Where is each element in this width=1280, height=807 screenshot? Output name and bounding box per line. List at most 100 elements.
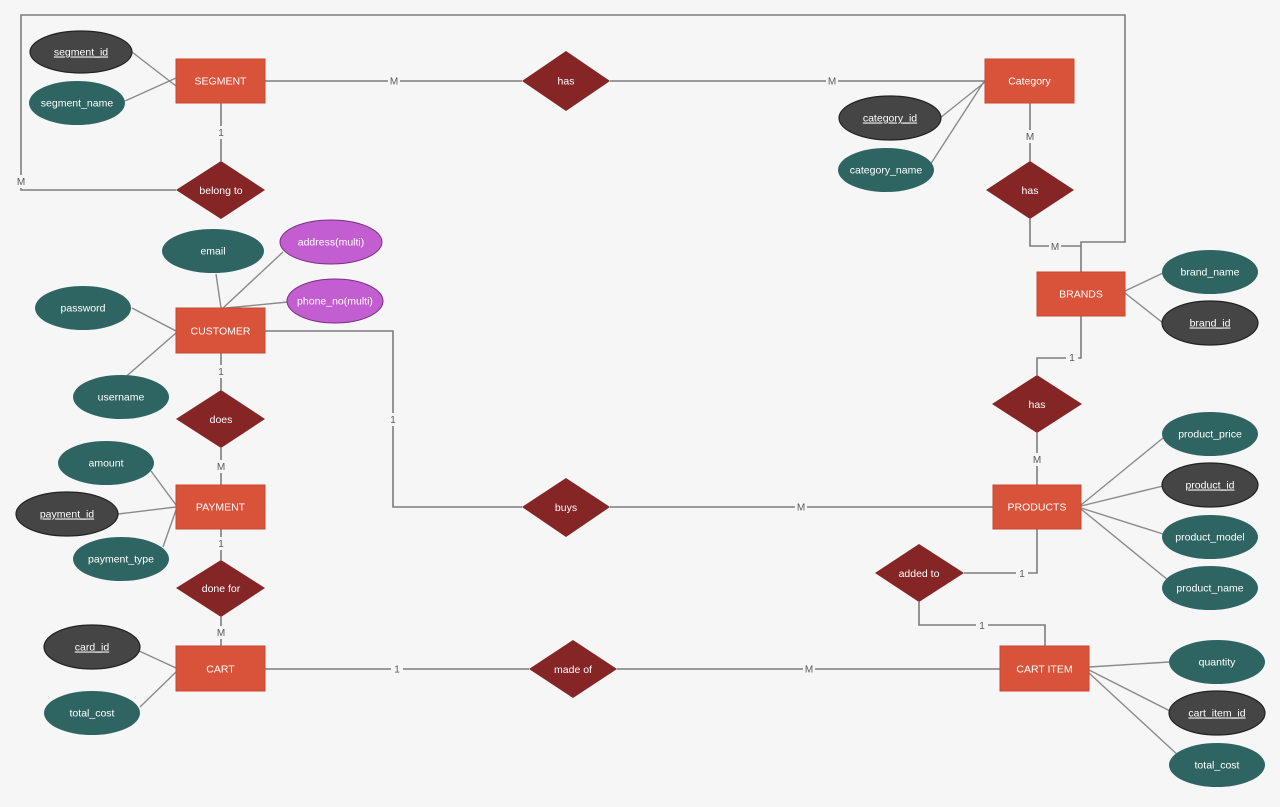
cardinality-label: M <box>828 77 836 88</box>
attribute-label: product_model <box>1175 532 1244 544</box>
cardinality-label: 1 <box>390 415 396 426</box>
attribute-email[interactable]: email <box>162 229 264 273</box>
key-attribute-cart-item-id[interactable]: cart_item_id <box>1168 690 1266 736</box>
cardinality-label: M <box>1026 132 1034 143</box>
cardinality-label: 1 <box>1069 353 1075 364</box>
entity-products[interactable]: PRODUCTS <box>992 484 1082 530</box>
attribute-cart-item-total-cost[interactable]: total_cost <box>1169 743 1265 787</box>
relationship-has-brands-products[interactable]: has <box>992 375 1082 433</box>
relationship-label: buys <box>555 502 577 514</box>
relationship-label: done for <box>202 583 241 595</box>
attribute-cart-total-cost[interactable]: total_cost <box>44 691 140 735</box>
attribute-quantity[interactable]: quantity <box>1169 640 1265 684</box>
relationship-done-for[interactable]: done for <box>176 560 265 617</box>
cardinality-label: 1 <box>1019 569 1025 580</box>
cardinality-label: 1 <box>394 665 400 676</box>
cardinality-label: 1 <box>979 621 985 632</box>
attribute-label: total_cost <box>70 708 115 720</box>
attribute-label: phone_no(multi) <box>297 296 373 308</box>
entity-payment[interactable]: PAYMENT <box>175 484 266 530</box>
cardinality-label: M <box>217 462 225 473</box>
key-attribute-category-id[interactable]: category_id <box>838 95 942 141</box>
key-attribute-card-id[interactable]: card_id <box>43 624 141 670</box>
relationship-does[interactable]: does <box>176 390 265 448</box>
relationship-has-segment-category[interactable]: has <box>522 51 610 111</box>
key-attribute-segment-id[interactable]: segment_id <box>29 30 133 74</box>
attribute-password[interactable]: password <box>35 286 131 330</box>
attribute-brand-name[interactable]: brand_name <box>1162 250 1258 294</box>
entity-label: BRANDS <box>1059 289 1103 301</box>
cardinality-label: M <box>1033 455 1041 466</box>
entity-label: SEGMENT <box>195 76 248 88</box>
attribute-username[interactable]: username <box>73 375 169 419</box>
key-attribute-product-id[interactable]: product_id <box>1161 462 1259 508</box>
relationship-belong-to[interactable]: belong to <box>176 161 265 219</box>
attribute-label: cart_item_id <box>1188 708 1245 720</box>
attribute-label: category_id <box>863 113 917 125</box>
entity-brands[interactable]: BRANDS <box>1036 271 1126 317</box>
attribute-amount[interactable]: amount <box>58 441 154 485</box>
entity-category[interactable]: Category <box>984 58 1075 104</box>
multivalued-attribute-address[interactable]: address(multi) <box>279 219 383 265</box>
cardinality-labels: M M 1 M M M 1 M 1 M 1 M 1 M 1 1 1 M <box>15 74 1078 676</box>
relationship-added-to[interactable]: added to <box>875 544 964 602</box>
multivalued-attribute-phone-no[interactable]: phone_no(multi) <box>286 278 384 324</box>
entity-label: PAYMENT <box>196 502 246 514</box>
attribute-label: product_id <box>1185 480 1234 492</box>
attribute-label: password <box>61 303 106 315</box>
relationship-label: has <box>558 76 575 88</box>
cardinality-label: M <box>1051 242 1059 253</box>
entity-label: CART <box>206 664 235 676</box>
attribute-label: payment_type <box>88 554 154 566</box>
cardinality-label: M <box>17 177 25 188</box>
attribute-label: brand_id <box>1190 318 1231 330</box>
cardinality-label: M <box>805 665 813 676</box>
entity-label: CART ITEM <box>1016 664 1072 676</box>
cardinality-label: 1 <box>218 539 224 550</box>
attribute-label: quantity <box>1199 657 1237 669</box>
attribute-label: address(multi) <box>298 237 365 249</box>
attribute-label: total_cost <box>1195 760 1240 772</box>
entity-label: CUSTOMER <box>191 326 251 338</box>
entity-label: PRODUCTS <box>1008 502 1067 514</box>
relationship-label: belong to <box>199 185 242 197</box>
entity-label: Category <box>1008 76 1051 88</box>
attribute-label: segment_name <box>41 98 114 110</box>
attribute-payment-type[interactable]: payment_type <box>73 537 169 581</box>
attribute-label: email <box>200 246 225 258</box>
key-attribute-brand-id[interactable]: brand_id <box>1161 300 1259 346</box>
attribute-lines <box>117 51 1181 758</box>
attribute-product-price[interactable]: product_price <box>1162 412 1258 456</box>
key-attribute-payment-id[interactable]: payment_id <box>15 491 119 537</box>
relationship-label: does <box>210 414 233 426</box>
relationship-has-category-brands[interactable]: has <box>986 161 1074 219</box>
attribute-product-model[interactable]: product_model <box>1162 515 1258 559</box>
attribute-label: product_price <box>1178 429 1242 441</box>
attribute-label: card_id <box>75 642 110 654</box>
entity-cart-item[interactable]: CART ITEM <box>999 645 1090 692</box>
cardinality-label: M <box>217 628 225 639</box>
attribute-label: category_name <box>850 165 923 177</box>
attribute-label: brand_name <box>1181 267 1240 279</box>
attribute-label: amount <box>88 458 123 470</box>
cardinality-label: 1 <box>218 367 224 378</box>
relationship-made-of[interactable]: made of <box>529 640 617 698</box>
relationship-label: added to <box>899 568 940 580</box>
attribute-segment-name[interactable]: segment_name <box>29 81 125 125</box>
relationship-label: made of <box>554 664 592 676</box>
cardinality-label: M <box>797 503 805 514</box>
attribute-label: segment_id <box>54 47 108 59</box>
attribute-label: product_name <box>1176 583 1243 595</box>
entity-cart[interactable]: CART <box>175 645 266 692</box>
entity-segment[interactable]: SEGMENT <box>175 58 266 104</box>
attribute-label: username <box>98 392 145 404</box>
attribute-label: payment_id <box>40 509 94 521</box>
cardinality-label: 1 <box>218 128 224 139</box>
entity-customer[interactable]: CUSTOMER <box>175 307 266 354</box>
relationship-label: has <box>1022 185 1039 197</box>
attribute-product-name[interactable]: product_name <box>1162 566 1258 610</box>
relationship-buys[interactable]: buys <box>522 478 610 537</box>
attribute-category-name[interactable]: category_name <box>838 148 934 192</box>
